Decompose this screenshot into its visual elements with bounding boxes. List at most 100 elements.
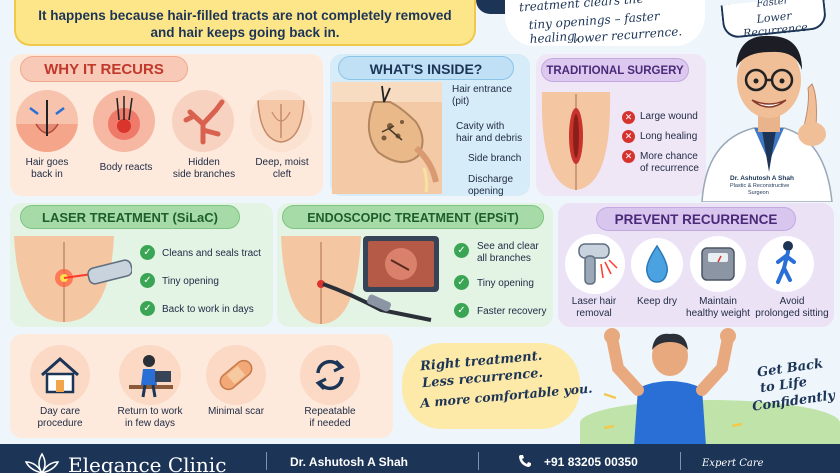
inside-label-1: Hair entrance (pit) — [452, 84, 512, 108]
prevent-item-4: Avoid prolonged sitting — [752, 296, 832, 320]
surgery-item-3: More chance of recurrence — [640, 151, 699, 175]
endoscopic-title: ENDOSCOPIC TREATMENT (EPSiT) — [282, 205, 544, 229]
benefit-item-2-line2: in few days — [124, 418, 176, 429]
house-icon — [30, 345, 90, 405]
inside-label-1-line2: (pit) — [452, 96, 470, 107]
prevent-item-3: Maintain healthy weight — [684, 296, 752, 320]
benefit-item-3: Minimal scar — [196, 406, 276, 418]
surgery-item-3-line2: of recurrence — [640, 163, 699, 174]
footer-tagline: Expert Care — [702, 458, 764, 469]
inside-label-4: Discharge opening — [468, 174, 513, 198]
desk-worker-icon — [119, 345, 181, 405]
phone-icon — [518, 454, 532, 468]
top-banner-line1: It happens because hair-filled tracts ar… — [38, 8, 452, 23]
laser-item-1: Cleans and seals tract — [162, 248, 261, 259]
inside-label-2-line2: hair and debris — [456, 133, 523, 144]
benefit-item-1-line1: Day care — [39, 406, 80, 417]
bandage-icon — [206, 345, 266, 405]
hill-background — [580, 400, 840, 446]
inside-label-3-line1: Side branch — [468, 153, 522, 164]
traditional-surgery-title: TRADITIONAL SURGERY — [541, 58, 689, 82]
surgery-item-1: Large wound — [640, 111, 698, 122]
surgery-item-3-line1: More chance — [640, 151, 698, 162]
prevent-item-1-line2: removal — [576, 308, 612, 319]
check-icon: ✓ — [140, 273, 155, 288]
scale-icon — [690, 236, 746, 292]
why-item-3: Hidden side branches — [166, 157, 242, 181]
why-item-2: Body reacts — [87, 162, 165, 174]
cross-mark-icon: ✕ — [622, 150, 635, 163]
callout-bubble — [402, 343, 580, 429]
prevent-item-1: Laser hair removal — [560, 296, 628, 320]
inside-label-2-line1: Cavity with — [456, 121, 505, 132]
inside-label-4-line1: Discharge — [468, 174, 514, 185]
prevent-item-3-line1: Maintain — [699, 296, 737, 307]
laser-device-illustration — [14, 232, 133, 324]
repeat-icon — [300, 345, 360, 405]
check-icon: ✓ — [454, 275, 469, 290]
benefit-item-4-line1: Repeatable — [304, 406, 356, 417]
benefit-item-4-line2: if needed — [309, 418, 351, 429]
why-item-4-line1: Deep, moist — [255, 157, 309, 168]
footer-phone-link[interactable]: +91 83205 00350 — [544, 455, 638, 469]
skin-cross-section-illustration — [332, 82, 442, 194]
prevent-item-4-line2: prolonged sitting — [755, 308, 829, 319]
why-item-2-line1: Body reacts — [99, 162, 153, 173]
why-item-1-line2: back in — [31, 169, 63, 180]
footer-divider — [478, 452, 479, 470]
endo-item-2: Tiny opening — [477, 278, 534, 289]
why-item-3-line2: side branches — [172, 169, 236, 180]
endo-item-1: See and clear all branches — [477, 241, 539, 265]
doctor-title-2: Surgeon — [748, 190, 769, 196]
why-item-1-line1: Hair goes — [25, 157, 69, 168]
doctor-illustration — [692, 22, 838, 203]
inside-label-4-line2: opening — [468, 186, 504, 197]
happy-person-illustration — [596, 328, 744, 446]
check-icon: ✓ — [454, 243, 469, 258]
doctor-title: Plastic & Reconstructive — [730, 183, 790, 189]
check-icon: ✓ — [140, 245, 155, 260]
footer-clinic-name: Elegance Clinic — [68, 453, 227, 473]
benefit-item-2-line1: Return to work — [117, 406, 183, 417]
doctor-name: Dr. Ashutosh A Shah — [730, 175, 794, 182]
top-banner: It happens because hair-filled tracts ar… — [14, 0, 476, 46]
laser-item-3: Back to work in days — [162, 304, 254, 315]
benefit-item-4: Repeatable if needed — [290, 406, 370, 430]
laser-device-icon — [565, 234, 625, 294]
inside-label-3: Side branch — [468, 153, 521, 165]
prevent-item-4-line1: Avoid — [779, 296, 805, 307]
inside-label-1-line1: Hair entrance — [452, 84, 513, 95]
cross-mark-icon: ✕ — [622, 130, 635, 143]
prevent-item-2-line1: Keep dry — [636, 296, 678, 307]
benefit-item-1: Day care procedure — [20, 406, 100, 430]
footer-bar — [0, 444, 840, 473]
surgical-wound-illustration — [540, 90, 612, 194]
why-it-recurs-title: WHY IT RECURS — [20, 56, 188, 82]
prevent-title: PREVENT RECURRENCE — [596, 207, 796, 231]
endo-item-3: Faster recovery — [477, 306, 547, 317]
cross-mark-icon: ✕ — [622, 111, 635, 124]
walking-person-icon — [758, 236, 814, 292]
footer-divider — [680, 452, 681, 470]
endoscope-illustration — [281, 232, 445, 326]
surgery-item-2: Long healing — [640, 131, 698, 142]
laser-title: LASER TREATMENT (SiLaC) — [20, 205, 240, 229]
why-item-4: Deep, moist cleft — [244, 157, 320, 181]
laser-item-2: Tiny opening — [162, 276, 219, 287]
endo-item-1-line1: See and clear — [477, 241, 539, 252]
footer-doctor: Dr. Ashutosh A Shah — [290, 455, 409, 469]
water-drop-icon — [631, 238, 683, 290]
check-icon: ✓ — [140, 301, 155, 316]
inside-label-2: Cavity with hair and debris — [456, 121, 522, 145]
hair-follicle-icon — [16, 90, 78, 152]
footer-divider — [266, 452, 267, 470]
inflammation-icon — [93, 90, 155, 152]
whats-inside-title: WHAT'S INSIDE? — [338, 56, 514, 80]
why-item-4-line2: cleft — [272, 169, 292, 180]
navy-corner-shape — [476, 0, 506, 14]
benefit-item-1-line2: procedure — [37, 418, 83, 429]
why-item-1: Hair goes back in — [10, 157, 84, 181]
lotus-logo-icon — [22, 452, 62, 473]
prevent-item-1-line1: Laser hair — [571, 296, 617, 307]
endo-item-1-line2: all branches — [477, 253, 531, 264]
